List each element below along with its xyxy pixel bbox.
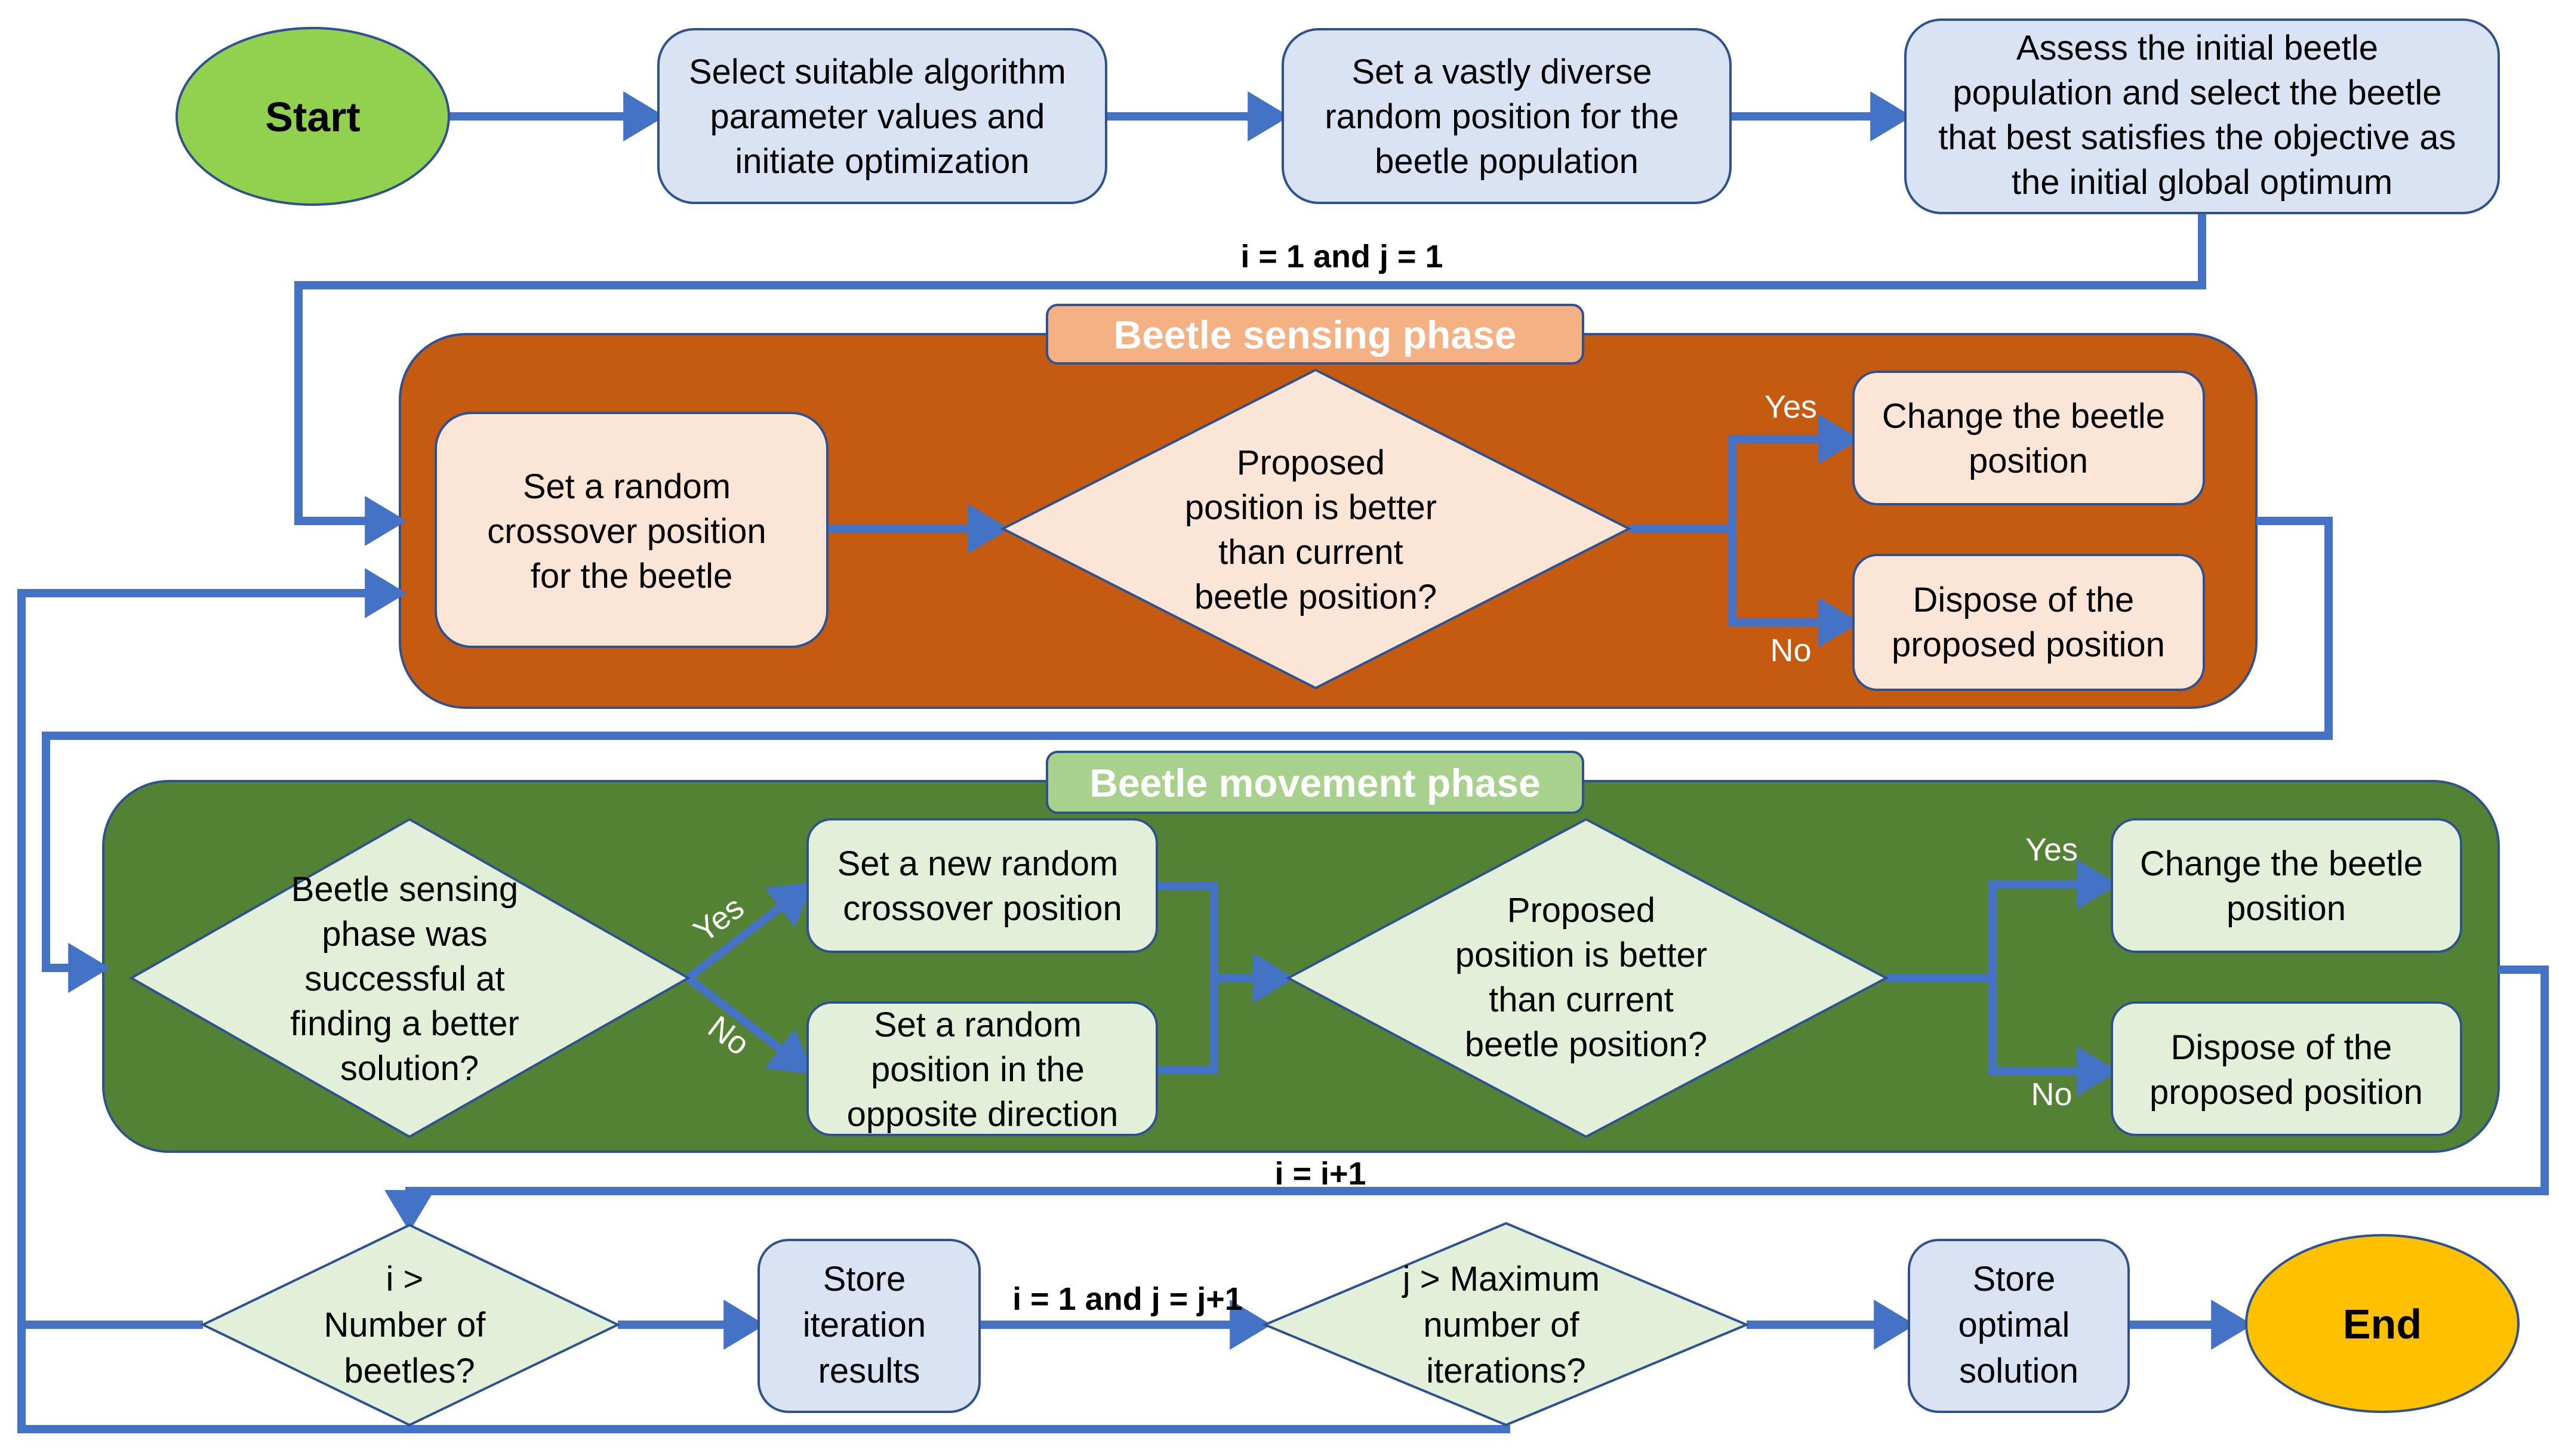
- init-counters-label: i = 1 and j = 1: [1240, 239, 1443, 274]
- sensing-phase-title: Beetle sensing phase: [1114, 313, 1517, 357]
- sensing-no-label: No: [1770, 633, 1811, 668]
- next-iteration-label: i = 1 and j = j+1: [1012, 1281, 1243, 1317]
- store-optimal-box[interactable]: [1908, 1239, 2130, 1413]
- random-population-text: Set a vastly diverse random position for…: [1325, 53, 1688, 181]
- sensing-crossover-text: Set a random crossover position for the …: [487, 467, 776, 596]
- store-iteration-text: Store iteration results: [803, 1260, 935, 1390]
- edge-compare-no: [1988, 978, 2119, 1096]
- end-label: End: [2343, 1301, 2422, 1347]
- connectors: [17, 91, 2549, 1433]
- random-population-box[interactable]: [1282, 28, 1732, 204]
- movement-compare-diamond[interactable]: [1285, 818, 1889, 1139]
- sensing-decision-text: Proposed position is better than current…: [1185, 443, 1446, 616]
- edge-compare-yes: [1988, 859, 2119, 978]
- movement-change-text: Change the beetle position: [2140, 844, 2432, 928]
- beetle-check-diamond[interactable]: [200, 1223, 621, 1427]
- init-params-box[interactable]: [657, 28, 1107, 204]
- movement-opposite-box[interactable]: [806, 1001, 1158, 1136]
- iteration-check-text: j > Maximum number of iterations?: [1402, 1260, 1609, 1390]
- movement-phase-title: Beetle movement phase: [1089, 761, 1541, 805]
- movement-opposite-text: Set a random position in the opposite di…: [847, 1005, 1119, 1134]
- sensing-change-text: Change the beetle position: [1882, 397, 2175, 480]
- store-iteration-box[interactable]: [757, 1239, 981, 1413]
- end-terminal[interactable]: [2245, 1234, 2520, 1413]
- movement-decision-diamond[interactable]: [128, 818, 691, 1139]
- compare-no-label: No: [2031, 1076, 2072, 1112]
- init-params-text: Select suitable algorithm parameter valu…: [689, 53, 1076, 181]
- assess-population-text: Assess the initial beetle population and…: [1938, 29, 2465, 202]
- movement-phase-header: [1046, 751, 1584, 814]
- edge-movement-yes: [685, 882, 813, 982]
- edge-assess-to-sensing: [294, 213, 2206, 546]
- edge-movement-to-beetle-check: [384, 965, 2549, 1232]
- increment-i-label: i = i+1: [1274, 1156, 1366, 1192]
- sensing-change-box[interactable]: [1852, 371, 2205, 505]
- iteration-check-diamond[interactable]: [1261, 1221, 1750, 1427]
- edge-sensing-yes: [1728, 414, 1861, 529]
- sensing-dispose-text: Dispose of the proposed position: [1892, 581, 2165, 664]
- sensing-dispose-box[interactable]: [1852, 554, 2205, 691]
- start-terminal[interactable]: [175, 27, 450, 206]
- edge-beetle-check-loop: [17, 568, 407, 1329]
- movement-new-crossover-text: Set a new random crossover position: [837, 844, 1128, 928]
- sensing-yes-label: Yes: [1764, 389, 1817, 425]
- start-label: Start: [265, 94, 360, 140]
- movement-change-box[interactable]: [2111, 818, 2462, 953]
- sensing-phase-header: [1046, 304, 1584, 365]
- movement-dispose-text: Dispose of the proposed position: [2150, 1028, 2423, 1112]
- sensing-crossover-box[interactable]: [435, 412, 829, 648]
- store-optimal-text: Store optimal solution: [1958, 1260, 2079, 1390]
- edge-sensing-to-movement: [42, 517, 2333, 993]
- edge-iteration-check-loop: [17, 1325, 1510, 1433]
- movement-compare-text: Proposed position is better than current…: [1455, 891, 1717, 1064]
- movement-new-crossover-box[interactable]: [806, 818, 1158, 953]
- compare-yes-label: Yes: [2025, 832, 2078, 868]
- movement-dispose-box[interactable]: [2111, 1001, 2462, 1136]
- assess-population-box[interactable]: [1904, 18, 2500, 214]
- edge-sensing-no: [1728, 529, 1861, 647]
- edge-movement-no: [685, 974, 813, 1074]
- sensing-decision-diamond[interactable]: [1000, 368, 1632, 690]
- movement-decision-text: Beetle sensing phase was successful at f…: [290, 870, 529, 1088]
- beetle-check-text: i > Number of beetles?: [324, 1260, 495, 1390]
